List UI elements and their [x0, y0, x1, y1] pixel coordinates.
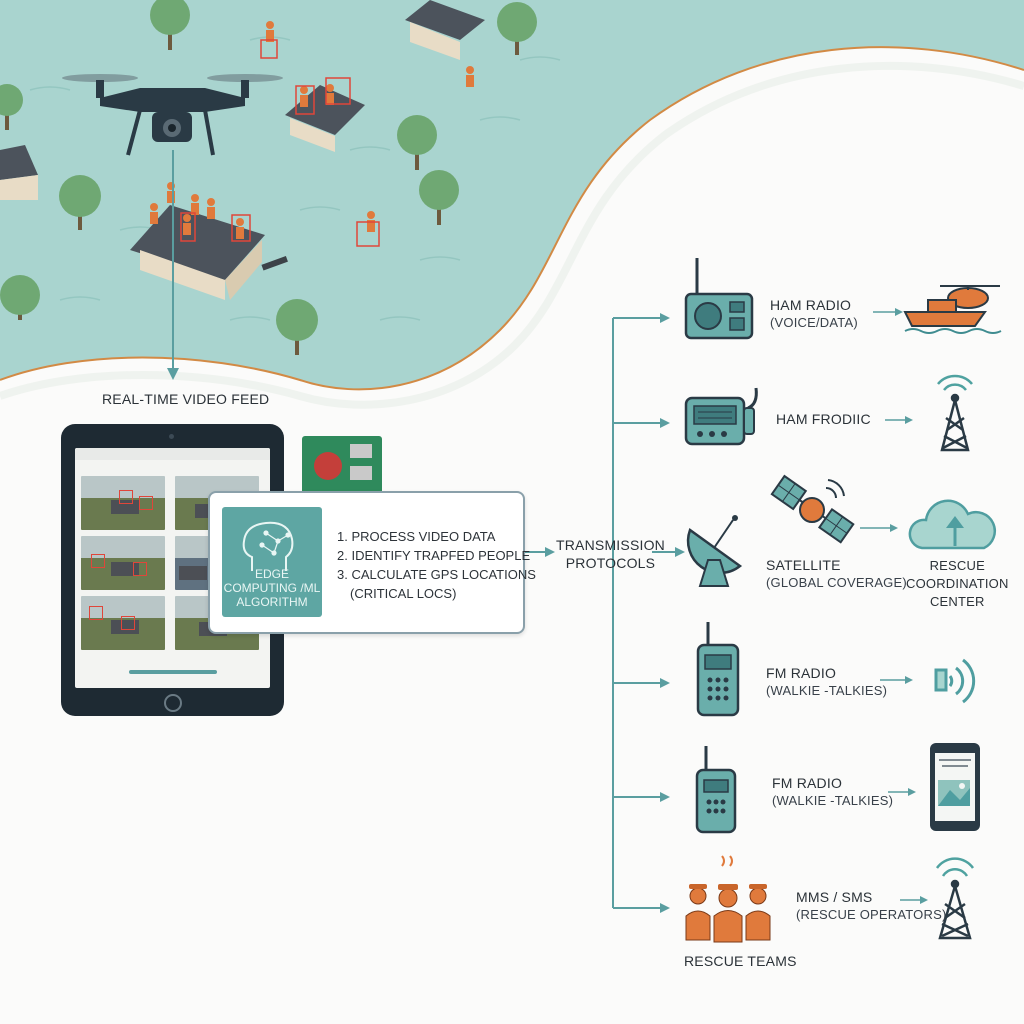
boat-helicopter-icon: [903, 285, 1002, 334]
edge-computing-box: EDGE COMPUTING /ML ALGORITHM 1. PROCESS …: [208, 491, 536, 634]
shore-line: [0, 46, 1024, 391]
satellite-icon: [770, 474, 855, 544]
channel-fm-radio-1: FM RADIO (WALKIE -TALKIES): [766, 665, 888, 698]
rescue-team-icon: [685, 855, 771, 943]
edge-computer-board: [302, 436, 382, 494]
radio-set-icon: [684, 387, 758, 446]
rescue-teams-label: RESCUE TEAMS: [684, 953, 797, 969]
channel-satellite: SATELLITE (GLOBAL COVERAGE): [766, 557, 907, 590]
home-button[interactable]: [164, 694, 182, 712]
antenna-tower-icon: [937, 374, 973, 452]
radio-icon: [684, 258, 754, 340]
rescue-coordination-label: RESCUE COORDINATION CENTER: [906, 558, 1009, 609]
tree-icon: [0, 0, 537, 355]
screen-header: [75, 448, 270, 460]
video-thumbnail[interactable]: [81, 476, 165, 530]
channel-fm-radio-2: FM RADIO (WALKIE -TALKIES): [772, 775, 894, 808]
step-3-note: (CRITICAL LOCS): [350, 586, 457, 601]
brain-circuit-icon: [242, 521, 294, 571]
antenna-tower-icon: [935, 857, 975, 940]
edge-computing-card: EDGE COMPUTING /ML ALGORITHM: [222, 507, 322, 617]
smartphone-icon: [930, 743, 980, 831]
video-progress-bar[interactable]: [129, 670, 217, 674]
transmission-label: TRANSMISSION PROTOCOLS: [556, 537, 665, 571]
step-1: 1. PROCESS VIDEO DATA: [337, 529, 496, 544]
house-icon: [0, 0, 485, 300]
trapped-person-icon: [150, 21, 474, 239]
channel-mms-sms: MMS / SMS (RESCUE OPERATORS): [796, 889, 947, 922]
speaker-icon: [934, 658, 976, 704]
edge-computing-title: EDGE COMPUTING /ML ALGORITHM: [223, 567, 321, 609]
video-thumbnail[interactable]: [81, 536, 165, 590]
step-3: 3. CALCULATE GPS LOCATIONS: [337, 567, 536, 582]
walkie-talkie-icon: [696, 622, 740, 717]
channel-ham-radio: HAM RADIO (VOICE/DATA): [770, 297, 858, 330]
satellite-dish-icon: [686, 515, 743, 587]
step-2: 2. IDENTIFY TRAPFED PEOPLE: [337, 548, 531, 563]
walkie-talkie-icon: [695, 746, 737, 834]
cloud-upload-icon: [908, 499, 997, 550]
camera-dot: [169, 434, 174, 439]
drone-icon: [62, 74, 283, 156]
video-thumbnail[interactable]: [81, 596, 165, 650]
flood-water: [0, 0, 1024, 390]
feed-label: REAL-TIME VIDEO FEED: [102, 391, 270, 407]
channel-ham-frodiic: HAM FRODIIC: [776, 411, 871, 427]
